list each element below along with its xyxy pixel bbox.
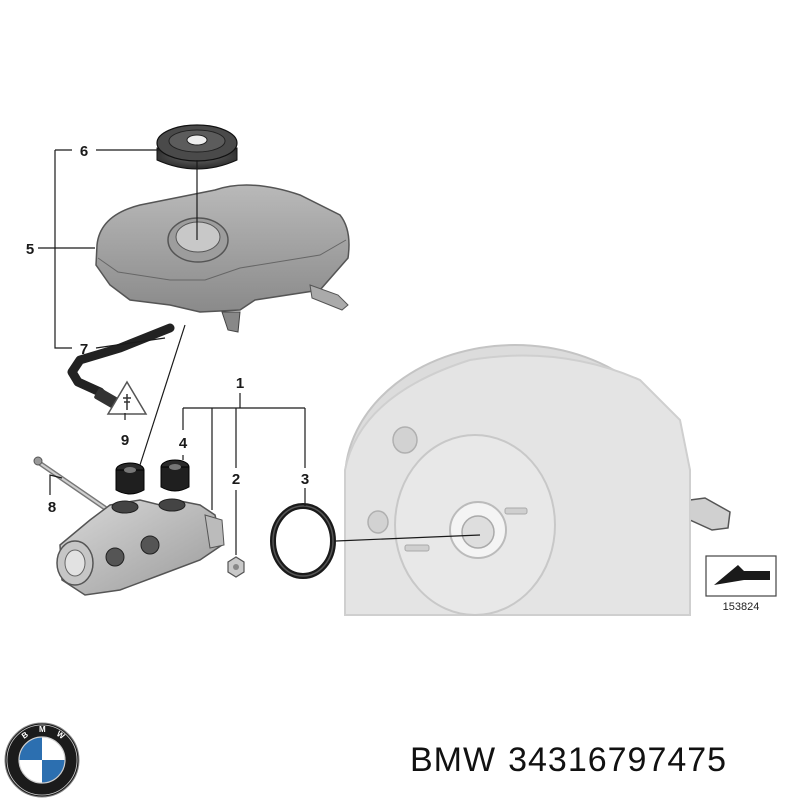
reservoir-grommets xyxy=(115,459,190,495)
reference-code: 153824 xyxy=(723,601,760,613)
brake-fluid-reservoir xyxy=(95,184,350,333)
part-number: 34316797475 xyxy=(508,741,728,779)
master-cylinder xyxy=(56,498,225,596)
bmw-logo: B M W xyxy=(4,722,80,798)
reservoir-cap xyxy=(156,124,238,170)
retaining-pin xyxy=(33,456,108,511)
callout-2: 2 xyxy=(232,471,240,488)
svg-text:B: B xyxy=(20,730,30,741)
callout-3: 3 xyxy=(301,471,309,488)
svg-text:M: M xyxy=(39,725,46,734)
o-ring-seal xyxy=(270,503,336,579)
callout-6: 6 xyxy=(80,143,88,160)
level-sensor-cable xyxy=(67,323,175,408)
callout-labels: 1 2 3 4 5 6 7 8 9 xyxy=(26,143,309,516)
callout-8: 8 xyxy=(48,499,56,516)
reference-stamp: 153824 xyxy=(705,555,777,613)
electrical-warning-symbol xyxy=(106,380,148,415)
callout-4: 4 xyxy=(179,435,188,452)
callout-5: 5 xyxy=(26,241,34,258)
part-number-caption: BMW 34316797475 xyxy=(410,732,795,788)
brake-booster xyxy=(344,344,731,616)
callout-1: 1 xyxy=(236,375,244,392)
leader-lines xyxy=(38,149,481,555)
callout-9: 9 xyxy=(121,432,129,449)
callout-7: 7 xyxy=(80,341,88,358)
svg-text:W: W xyxy=(55,729,67,741)
hex-nut xyxy=(227,556,245,578)
brand-name: BMW xyxy=(410,741,497,779)
